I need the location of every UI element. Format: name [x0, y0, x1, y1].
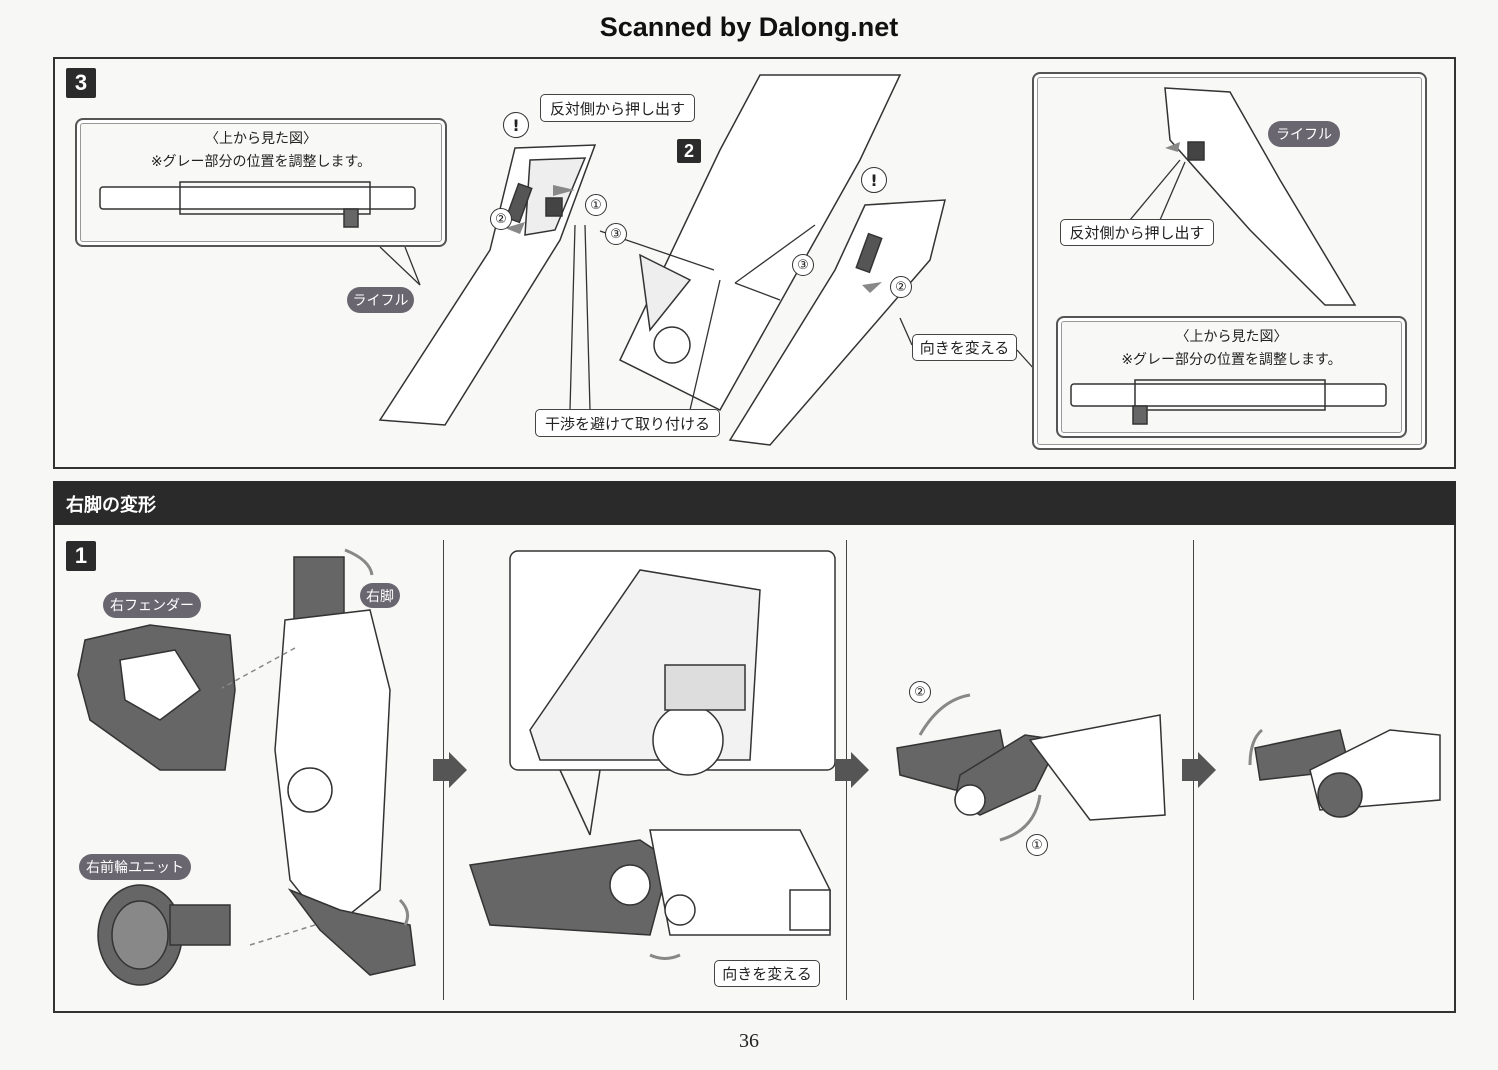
push-out-callout-right: 反対側から押し出す [1060, 219, 1214, 246]
push-arrow [553, 185, 575, 196]
rifle-label-right: ライフル [1268, 121, 1340, 147]
caution-icon: ! [861, 167, 887, 193]
rotate-arrow [505, 222, 525, 234]
leg-assembly-folded [469, 839, 671, 936]
change-direction-callout: 向きを変える [714, 960, 820, 987]
rotate-arrow [918, 693, 971, 736]
right-detail-box [1032, 72, 1427, 450]
sub-step-2-badge: 2 [677, 139, 701, 163]
step-3-badge: 3 [66, 68, 96, 98]
next-arrow-icon [1182, 752, 1216, 788]
right-fender-label: 右フェンダー [103, 592, 201, 618]
page-number: 36 [739, 1030, 759, 1052]
step-marker-3: ③ [605, 223, 627, 245]
step-marker-2: ② [490, 208, 512, 230]
next-arrow-icon [835, 752, 869, 788]
top-view-title: 〈上から見た図〉 [1175, 329, 1288, 345]
right-leg-illustration [274, 609, 391, 932]
step-marker-2: ② [890, 276, 912, 298]
step-marker-1: ① [1026, 834, 1048, 856]
next-arrow-icon [433, 752, 467, 788]
step-marker-3: ③ [792, 254, 814, 276]
attach-callout: 干渉を避けて取り付ける [535, 409, 720, 437]
rifle-label-left: ライフル [347, 287, 414, 313]
top-view-box-left: 〈上から見た図〉 ※グレー部分の位置を調整します。 [75, 118, 447, 247]
step-marker-2: ② [909, 681, 931, 703]
top-view-title: 〈上から見た図〉 [205, 131, 317, 147]
section-header: 右脚の変形 [53, 481, 1456, 526]
right-leg-label: 右脚 [360, 583, 400, 608]
top-view-note: ※グレー部分の位置を調整します。 [150, 154, 372, 170]
rotate-arrow [999, 794, 1042, 842]
rifle-top-view-left [99, 186, 416, 210]
rifle-top-view-right [1070, 383, 1387, 407]
rotate-arrow [1248, 728, 1264, 766]
body-illustration-center [619, 74, 902, 411]
rifle-illustration-upper-right [1164, 87, 1357, 306]
top-view-box-right: 〈上から見た図〉 ※グレー部分の位置を調整します。 [1056, 316, 1407, 438]
change-direction-callout: 向きを変える [912, 334, 1017, 361]
rotate-arrow [344, 548, 374, 576]
step-1-badge: 1 [66, 541, 96, 571]
rotate-arrow [649, 953, 681, 960]
rifle-illustration-right [728, 199, 946, 446]
right-front-wheel-unit-label: 右前輪ユニット [79, 854, 191, 880]
push-out-callout: 反対側から押し出す [540, 94, 695, 122]
scan-credit: Scanned by Dalong.net [599, 12, 899, 42]
top-view-note: ※グレー部分の位置を調整します。 [1121, 352, 1342, 368]
caution-icon: ! [503, 112, 529, 138]
step-marker-1: ① [585, 194, 607, 216]
